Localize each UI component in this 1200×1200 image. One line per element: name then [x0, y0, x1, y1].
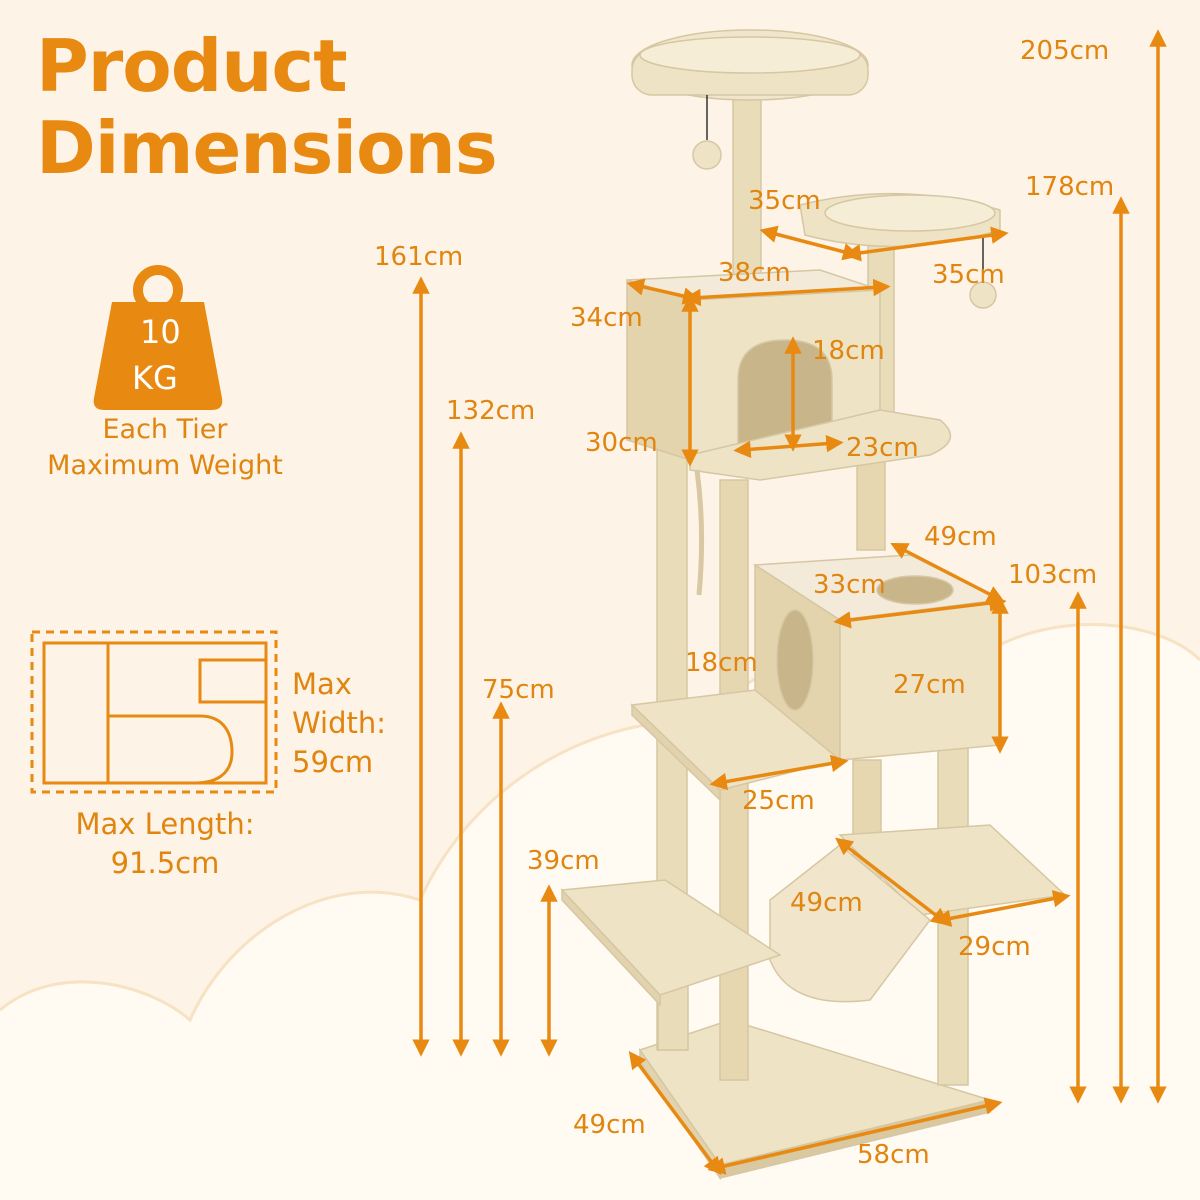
- condo-top-height-label: 30cm: [585, 428, 658, 458]
- height-103-label: 103cm: [1008, 560, 1098, 590]
- condo-mid-height-label: 27cm: [893, 670, 966, 700]
- weight-caption-line-1: Each Tier: [102, 414, 228, 445]
- weight-value: 10: [140, 313, 181, 351]
- max-length-label: Max Length:: [75, 807, 255, 841]
- condo-mid-door-height-label: 18cm: [685, 648, 758, 678]
- condo-top-door-width-label: 23cm: [846, 433, 919, 463]
- base-width-label: 58cm: [857, 1140, 930, 1170]
- height-161-label: 161cm: [374, 242, 464, 272]
- max-width-label-2: Width:: [292, 706, 387, 741]
- bed-width-label: 35cm: [932, 260, 1005, 290]
- max-width-caption: Max Width: 59cm: [292, 665, 386, 782]
- bed-depth-label: 35cm: [748, 186, 821, 216]
- condo-mid-depth-label: 49cm: [924, 522, 997, 552]
- hammock-width-label: 29cm: [958, 932, 1031, 962]
- condo-top-door-height-label: 18cm: [812, 336, 885, 366]
- max-width-label: Max: [292, 667, 352, 701]
- max-width-value: 59cm: [292, 745, 374, 780]
- weight-unit: KG: [132, 359, 178, 397]
- height-132-label: 132cm: [446, 396, 536, 426]
- height-178-label: 178cm: [1025, 172, 1115, 202]
- weight-caption: Each Tier Maximum Weight: [20, 412, 310, 485]
- max-length-value: 91.5cm: [110, 846, 220, 881]
- platform-width-label: 25cm: [742, 786, 815, 816]
- condo-mid-width-label: 33cm: [813, 570, 886, 600]
- footprint-outline-icon: [30, 630, 278, 794]
- title-line-1: Product: [36, 24, 348, 108]
- weight-icon: [93, 265, 223, 410]
- hammock-length-label: 49cm: [790, 888, 863, 918]
- max-length-caption: Max Length: 91.5cm: [20, 805, 310, 883]
- title-line-2: Dimensions: [36, 106, 498, 190]
- condo-top-width-label: 38cm: [718, 258, 791, 288]
- height-39-label: 39cm: [527, 846, 600, 876]
- base-depth-label: 49cm: [573, 1110, 646, 1140]
- height-75-label: 75cm: [482, 675, 555, 705]
- condo-top-depth-label: 34cm: [570, 303, 643, 333]
- height-205-label: 205cm: [1020, 36, 1110, 66]
- weight-caption-line-2: Maximum Weight: [47, 450, 283, 482]
- dimension-arrows: [412, 29, 1167, 1176]
